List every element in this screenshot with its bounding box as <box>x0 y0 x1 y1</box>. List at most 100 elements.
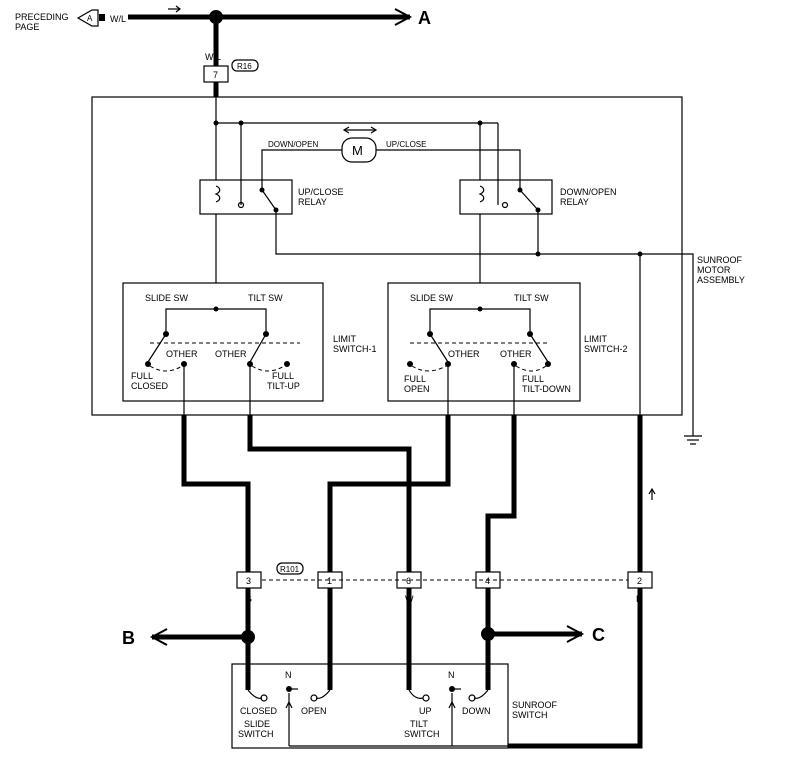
flow-arrow-r-head <box>648 487 656 495</box>
arrow-label-b: B <box>122 628 135 648</box>
down-open-relay <box>459 179 553 215</box>
ls2-slide-arm <box>429 333 449 363</box>
limit-switch-1-box <box>122 282 324 402</box>
arrow-label-a: A <box>418 8 431 28</box>
ls2-other-2: OTHER <box>500 349 532 359</box>
flow-arrow-top-head <box>175 5 181 13</box>
relay1-coil-icon <box>214 185 221 203</box>
ls1-tilt-arm <box>249 333 267 363</box>
sunroof-motor-assembly-box <box>91 96 683 416</box>
slide-switch-label-2: SWITCH <box>238 729 274 739</box>
slide-n-label: N <box>285 670 292 680</box>
ls1-full-tiltup-2: TILT-UP <box>267 381 300 391</box>
limit-switch-2-label-1: LIMIT <box>584 334 608 344</box>
tilt-up-contact <box>422 694 430 702</box>
assembly-label-3: ASSEMBLY <box>697 275 745 285</box>
relay2-label-1: DOWN/OPEN <box>560 187 617 197</box>
ls1-other-2: OTHER <box>215 349 247 359</box>
relay-common-ground-bus <box>275 210 640 255</box>
tilt-switch-label-1: TILT <box>410 719 428 729</box>
ls1-tilt-sw: TILT SW <box>248 293 283 303</box>
r16-id-badge <box>231 59 259 72</box>
motor-down-open-label: DOWN/OPEN <box>268 140 318 149</box>
arrow-a-head <box>394 8 413 26</box>
ls2-full-tiltdown-2: TILT-DOWN <box>522 384 571 394</box>
arrow-c-head <box>566 625 585 643</box>
junction-relay2-bus <box>535 251 541 257</box>
ls1-other-1: OTHER <box>166 349 198 359</box>
relay2-contact-no <box>501 201 509 209</box>
connector-terminal <box>99 14 105 21</box>
slide-closed-contact <box>260 694 268 702</box>
ls2-full-open-contact <box>407 361 413 367</box>
relay1-label-1: UP/CLOSE <box>298 187 344 197</box>
ls1-slide-travel <box>149 365 183 372</box>
r101-id: R101 <box>280 565 300 574</box>
ls2-tilt-sw: TILT SW <box>514 293 549 303</box>
ls1-full-tiltup-contact <box>284 361 290 367</box>
ls2-full-open-2: OPEN <box>404 384 430 394</box>
wire-y <box>327 415 451 572</box>
r16-wire-color: W/L <box>205 52 221 62</box>
tilt-down-label: DOWN <box>462 706 491 716</box>
ground-wire <box>640 253 694 436</box>
preceding-label-2: PAGE <box>15 22 39 32</box>
wire-color-top: W/L <box>110 14 126 24</box>
ls2-slide-travel <box>411 365 447 372</box>
ls1-tilt-travel <box>251 365 285 372</box>
sunroof-switch-box <box>231 663 509 749</box>
relay1-contact-no <box>237 201 245 209</box>
motor-wire-right <box>376 149 521 190</box>
ls2-full-open-1: FULL <box>404 374 426 384</box>
wire-l <box>485 415 517 572</box>
r101-pin-6-label: 6 <box>406 576 411 586</box>
slide-closed-label: CLOSED <box>240 706 278 716</box>
r101-pin-3-label: 3 <box>246 576 251 586</box>
limit-switch-1-label-2: SWITCH-1 <box>333 344 377 354</box>
slide-flow-arrow <box>285 700 293 709</box>
ls2-common <box>429 308 531 334</box>
ls1-full-tiltup-1: FULL <box>272 371 294 381</box>
motor-arrow-left <box>342 126 350 134</box>
assembly-label-1: SUNROOF <box>697 255 743 265</box>
up-close-relay <box>199 179 293 215</box>
r16-id: R16 <box>237 62 252 71</box>
connector-a-letter: A <box>87 14 93 23</box>
ls1-slide-arm <box>147 333 167 363</box>
r101-id-badge <box>276 562 304 575</box>
wire-r-lower <box>508 588 643 749</box>
off-page-connector <box>76 9 99 27</box>
slide-open-label: OPEN <box>301 706 327 716</box>
ls2-full-tiltdown-contact <box>545 361 551 367</box>
ls2-common-junction <box>477 306 483 312</box>
ls1-full-closed-1: FULL <box>131 371 153 381</box>
sunroof-switch-label-2: SWITCH <box>512 710 548 720</box>
slide-closed-lead <box>247 689 263 699</box>
ls1-common-junction <box>213 306 219 312</box>
motor-up-close-label: UP/CLOSE <box>386 140 426 149</box>
wire-g <box>181 415 251 572</box>
motor-arrow-right <box>370 126 378 134</box>
slide-open-lead <box>315 689 331 699</box>
tilt-down-contact <box>468 694 476 702</box>
junction-bus-1 <box>213 120 219 126</box>
tilt-up-lead <box>408 689 424 699</box>
ls2-tilt-arm <box>529 333 549 363</box>
ls2-full-tiltdown-1: FULL <box>522 374 544 384</box>
relay2-label-2: RELAY <box>560 197 589 207</box>
tilt-switch-label-2: SWITCH <box>404 729 440 739</box>
sunroof-switch-label-1: SUNROOF <box>512 700 558 710</box>
r101-pin-1-label: 1 <box>327 576 332 586</box>
ls1-full-closed-2: CLOSED <box>131 381 169 391</box>
r101-pin-4-label: 4 <box>485 576 490 586</box>
r101-pin-2-label: 2 <box>637 576 642 586</box>
arrow-label-c: C <box>592 625 605 645</box>
ls2-other-1: OTHER <box>448 349 480 359</box>
relay2-switch-arm <box>519 189 539 211</box>
slide-switch-label-1: SLIDE <box>244 719 270 729</box>
ls1-full-closed-contact <box>145 361 151 367</box>
relay2-coil-icon <box>478 185 485 203</box>
motor-wire-left <box>261 149 342 190</box>
r16-pin: 7 <box>213 70 218 80</box>
